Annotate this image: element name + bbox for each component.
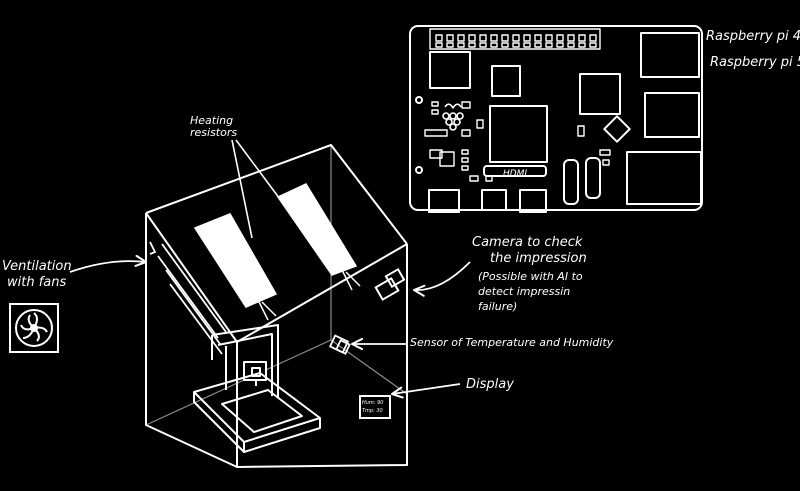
display-screen-line1: Hum: 90 <box>362 400 383 406</box>
chip-ram <box>579 73 621 115</box>
heating-resistor-left <box>193 213 278 321</box>
heating-resistors <box>193 183 361 321</box>
chip-top-left <box>429 51 471 89</box>
ethernet-port <box>626 151 702 205</box>
ventilation-label-line1: Ventilation <box>2 259 72 274</box>
camera-label-line1: Camera to check <box>472 235 583 250</box>
heating-pointer-lines <box>231 139 301 239</box>
heating-label-line2: resistors <box>190 126 237 139</box>
csi-connector-2 <box>585 157 601 199</box>
fan-icon <box>9 303 59 353</box>
3d-printer <box>193 324 321 453</box>
ventilation-arrow <box>69 254 148 273</box>
heating-label-line1: Heating <box>190 114 233 127</box>
camera-note-line3: failure) <box>478 300 517 313</box>
chip-diamond <box>603 115 631 143</box>
ventilation-label-line2: with fans <box>7 275 66 290</box>
usb-port-2 <box>644 92 700 138</box>
display-label: Display <box>466 377 514 392</box>
display-arrow <box>390 383 461 399</box>
hdmi-strip <box>483 165 547 177</box>
chip-soc <box>489 105 548 163</box>
ventilation-slots <box>149 241 227 355</box>
usb-port-1 <box>640 32 700 78</box>
gpio-header <box>429 28 601 50</box>
board-outline <box>409 25 703 211</box>
camera-label-line2: the impression <box>490 251 587 266</box>
sensor-label: Sensor of Temperature and Humidity <box>410 336 614 349</box>
micro-hdmi-2 <box>519 189 547 213</box>
small-components <box>424 101 611 182</box>
raspberry-pi-4-label: Raspberry pi 4 <box>706 29 800 44</box>
camera-note-line2: detect impressin <box>478 285 570 298</box>
hdmi-label: HDMI <box>503 169 527 179</box>
chip-small <box>491 65 521 97</box>
raspberry-pi-board: HDMI <box>409 25 703 213</box>
sensor-icon <box>328 334 351 355</box>
csi-connector-1 <box>563 159 579 205</box>
raspberry-pi-5-label: Raspberry pi 5 <box>710 55 800 70</box>
camera-arrow <box>412 261 471 297</box>
display-module: Hum: 90 Tmp: 30 <box>359 395 391 419</box>
usb-c-port <box>428 189 460 213</box>
display-screen-line2: Tmp: 30 <box>362 408 383 414</box>
raspberry-logo-icon <box>442 103 464 131</box>
micro-hdmi-1 <box>481 189 507 211</box>
camera-icon <box>374 267 406 301</box>
camera-note-line1: (Possible with AI to <box>478 270 583 283</box>
heating-resistor-right <box>276 183 361 291</box>
